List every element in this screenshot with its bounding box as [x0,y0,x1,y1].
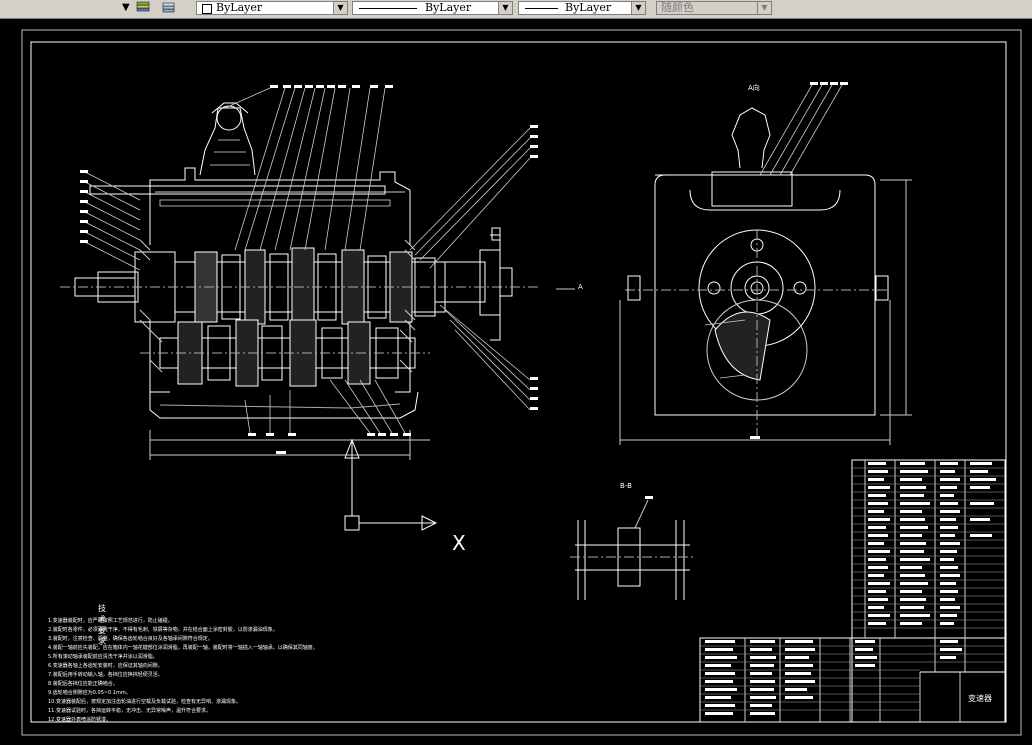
color-swatch-icon [202,4,212,14]
view-a-label: A向 [748,84,760,92]
color-combo[interactable]: ByLayer ▼ [196,1,348,15]
note-line: 9.齿轮啮合侧隙应为0.05~0.1mm。 [48,690,131,696]
note-line: 10.变速器装配后，按规定加注齿轮油进行空载及负载试验，检查有无异响、渗漏现象。 [48,699,241,705]
main-section-view [60,87,540,460]
chevron-down-icon[interactable]: ▼ [631,2,645,14]
linetype-combo[interactable]: ByLayer ▼ [352,1,513,15]
section-b-b [570,499,695,600]
note-line: 5.所有滚动轴承装配前应清洗干净并涂以润滑脂。 [48,654,158,660]
dropdown-arrow-icon[interactable]: ▼ [122,2,130,13]
parts-table-cells [705,462,996,715]
note-line: 1.变速器装配时，应严格按照工艺规范进行，防止磕碰。 [48,618,173,624]
note-line: 11.变速器试验时，各挡运转平稳，无冲击、无异常噪声，温升符合要求。 [48,708,211,714]
note-line: 3.装配时，注意检查、调整，确保各齿轮啮合良好及各轴承间隙符合规定。 [48,636,213,642]
lineweight-combo[interactable]: ByLayer ▼ [518,1,646,15]
balloon-numbers [80,82,848,499]
lineweight-sample [525,8,558,9]
ucs-x-label: X [452,531,466,555]
drawing-canvas[interactable]: A向 A B-B X 变速器 技术要求 1.变速器装配时，应严格按照工艺规范进行… [0,19,1032,745]
cad-drawing [21,29,1022,736]
layer-previous-icon[interactable] [160,1,176,15]
parts-list-table [699,459,1006,723]
ucs-icon [344,438,438,531]
note-line: 7.装配后用手转动输入轴，各挡位应换挡轻便灵活。 [48,672,163,678]
note-line: 4.装配一轴前应先装配，应在箱体内一轴花键部位涂润滑脂，再装配一轴，装配时将一轴… [48,645,318,651]
title-block-name: 变速器 [968,694,992,703]
linetype-sample [359,8,417,9]
chevron-down-icon[interactable]: ▼ [498,2,512,14]
note-line: 8.装配后各挡位应能正确啮合。 [48,681,118,687]
linetype-combo-value: ByLayer [425,1,472,14]
notes-heading: 技术要求 [98,604,110,646]
paper-inner-border [30,41,1007,723]
note-line: 2.装配时各零件，必须清洗干净，不得有毛刺、铁屑等杂物，并在结合面上涂密封胶，以… [48,627,278,633]
arrow-a-label: A [578,283,583,291]
chevron-down-icon[interactable]: ▼ [333,2,347,14]
lineweight-combo-value: ByLayer [565,1,612,14]
note-line: 6.变速器各轴上各齿轮安装时，应保证其轴向间隙。 [48,663,163,669]
properties-toolbar: ▼ ByLayer ▼ ByLayer ▼ ByLayer ▼ 随颜色 ▼ [0,0,1032,19]
note-line: 12.变速器外表喷涂防锈漆。 [48,717,111,723]
plotstyle-combo-value: 随颜色 [661,1,694,14]
side-view [619,84,912,445]
layer-states-icon[interactable] [135,1,151,15]
color-combo-value: ByLayer [216,1,263,14]
section-b-b-label: B-B [620,482,632,490]
plotstyle-combo: 随颜色 ▼ [656,1,772,15]
paper-outer-border [21,29,1022,736]
parts-table-rows [700,467,1005,711]
chevron-down-icon: ▼ [757,2,771,14]
